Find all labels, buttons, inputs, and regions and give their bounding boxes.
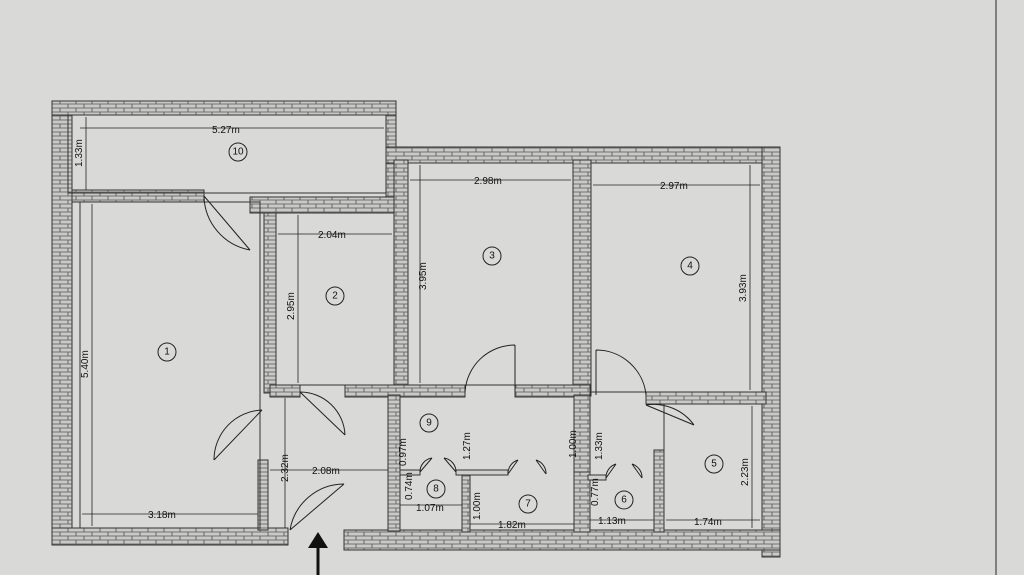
dim-room1-width: 3.18m [148,510,176,521]
wall-below-room2 [269,384,301,398]
room-2-outline [275,212,395,386]
door-room2 [299,391,346,436]
dim-room9-a: 0.97m [398,438,409,466]
room-4-marker [680,256,700,276]
room-outlines [67,114,763,531]
room-3-outline [407,162,574,386]
wall-balcony-room1 [71,189,205,203]
dim-room9-b: 1.27m [462,432,473,460]
door-room8 [419,457,457,473]
wall-top-room2 [249,196,401,214]
room-9-marker [419,413,439,433]
dim-room7-b: 1.82m [498,520,526,531]
wall-room4-room5 [645,391,767,405]
room-1-outline [79,201,261,529]
room-2-marker [325,286,345,306]
wall-below-room2-b [344,384,466,398]
room-2-label: 2 [332,291,338,302]
room-7-label: 7 [525,499,531,510]
wall-room7-top [455,469,509,476]
wall-room9-left [387,394,401,532]
wall-left-room2 [263,212,277,394]
door-room6 [605,463,643,479]
door-room4 [595,349,647,396]
entrance-arrow-icon [308,532,328,575]
dim-room5-width: 1.74m [694,517,722,528]
dim-room8-b: 1.07m [416,503,444,514]
room-10-label: 10 [232,147,244,158]
room-6-label: 6 [621,495,627,506]
dim-corridor-a: 1.00m [568,430,579,458]
room-5-outline [663,403,763,531]
dim-room5-height: 2.23m [740,458,751,486]
dim-room8-a: 0.74m [404,472,415,500]
room-5-marker [704,454,724,474]
wall-room1-right-lower [257,459,269,531]
dim-room10-width: 5.27m [212,125,240,136]
door-room3 [464,344,516,393]
room-3-label: 3 [489,251,495,262]
wall-bottom-right [343,529,781,551]
dim-corridor-b: 1.33m [594,432,605,460]
dim-room2-width: 2.04m [318,230,346,241]
dimension-labels: 5.27m 1.33m 5.40m 3.18m 2.04m 2.95m 2.98… [74,125,751,531]
room-6-marker [614,490,634,510]
door-entrance [289,483,345,531]
dim-room7-a: 1.00m [472,492,483,520]
room-7-marker [518,494,538,514]
wall-bottom-left [51,527,289,546]
wall-outer-right [761,146,781,558]
dim-room3-width: 2.98m [474,176,502,187]
door-corridor [645,403,695,426]
dimension-lines [80,117,760,528]
door-room7 [507,459,547,475]
dim-room6-a: 0.77m [590,478,601,506]
door-balcony [203,195,251,251]
room-10-outline [67,114,387,194]
door-room1 [213,409,263,461]
walls [51,100,781,558]
dim-room4-height: 3.93m [738,274,749,302]
room-8-label: 8 [433,484,439,495]
dim-room6-b: 1.13m [598,516,626,527]
wall-room8-top [399,469,421,476]
dim-room4-width: 2.97m [660,181,688,192]
room-4-outline [590,162,763,393]
room-9-label: 9 [426,418,432,429]
wall-room2-room3 [393,159,409,396]
room-8-marker [426,479,446,499]
dim-room10-depth: 1.33m [74,139,85,167]
doors [203,195,695,531]
room-markers [157,142,724,514]
room-5-label: 5 [711,459,717,470]
room-3-marker [482,246,502,266]
wall-room3-room4 [572,159,592,397]
room-1-marker [157,342,177,362]
dim-hall-height: 2.32m [280,454,291,482]
dim-room2-height: 2.95m [286,292,297,320]
room-10-marker [228,142,248,162]
wall-room7-right [573,471,591,533]
dim-room1-height: 5.40m [80,350,91,378]
wall-room8-right [461,471,471,533]
room-1-label: 1 [164,347,170,358]
dim-hall-width: 2.08m [312,466,340,477]
room-labels: 10 1 2 3 4 5 6 7 8 9 [164,147,717,510]
wall-outer-left [51,100,73,546]
wall-top-balcony [51,100,397,116]
room-4-label: 4 [687,261,693,272]
dim-room3-height: 3.95m [418,262,429,290]
wall-room5-left [653,449,665,533]
